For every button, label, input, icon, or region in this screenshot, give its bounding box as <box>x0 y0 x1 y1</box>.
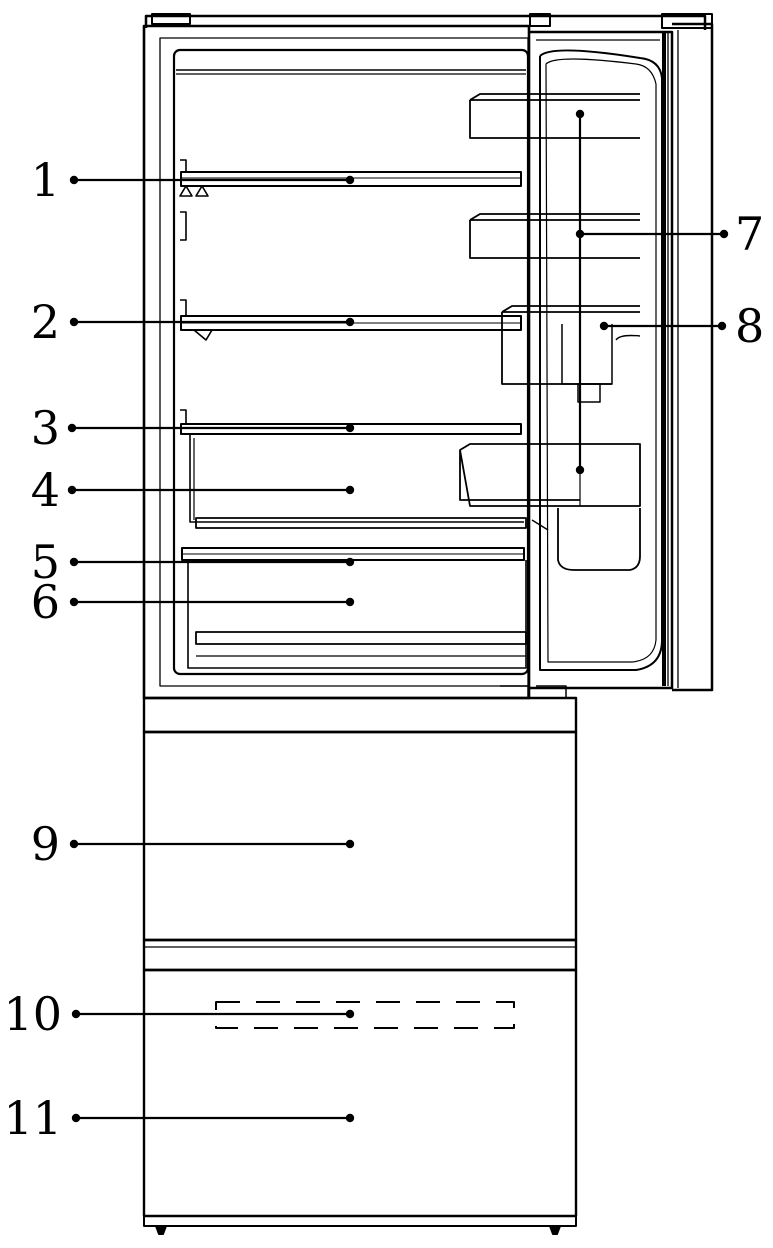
door-bin-bottom <box>459 443 641 507</box>
callout-9-dot-end <box>345 839 355 849</box>
door-bin-top <box>469 93 640 139</box>
callout-9: 9 <box>31 817 355 871</box>
callout-5-dot-start <box>69 557 79 567</box>
callout-3-dot-end <box>345 423 355 433</box>
divider-bar <box>142 685 578 734</box>
callout-3: 3 <box>31 401 355 455</box>
door-bin-middle <box>469 213 640 259</box>
callout-9-dot-start <box>69 839 79 849</box>
freezer-drawer-upper <box>142 730 578 942</box>
callout-11-dot-start <box>71 1113 81 1123</box>
callout-8-label: 8 <box>735 299 764 353</box>
base <box>143 1215 577 1235</box>
door-dispenser <box>531 508 641 571</box>
callout-4-label: 4 <box>31 463 60 517</box>
callout-10-dot-end <box>345 1009 355 1019</box>
callout-2-dot-start <box>69 317 79 327</box>
callout-6-dot-start <box>69 597 79 607</box>
ice-maker-box <box>501 305 641 403</box>
callout-5-dot-end <box>345 557 355 567</box>
crisper-drawer-upper <box>189 434 527 529</box>
callout-10-dot-start <box>71 1009 81 1019</box>
callout-10: 10 <box>3 987 355 1041</box>
leader-vertical-dot-bottom <box>575 465 585 475</box>
callout-1-dot-start <box>69 175 79 185</box>
callout-1: 1 <box>31 153 355 207</box>
callout-8: 8 <box>599 299 764 353</box>
callout-6-label: 6 <box>31 575 60 629</box>
refrigerator-drawing <box>142 13 714 1235</box>
callout-10-label: 10 <box>3 987 62 1041</box>
callout-2-label: 2 <box>31 295 60 349</box>
callout-4: 4 <box>31 463 355 517</box>
callout-1-label: 1 <box>31 153 60 207</box>
callout-7: 7 <box>575 207 764 261</box>
hinge-left <box>151 13 191 25</box>
freezer-drawer-lower <box>142 938 578 1218</box>
callout-8-dot-start <box>599 321 609 331</box>
callout-1-dot-end <box>345 175 355 185</box>
callout-2: 2 <box>31 295 355 349</box>
leader-vertical-dot-top <box>575 109 585 119</box>
callouts: 1 2 3 4 56 7 8 9 10 11 <box>3 153 764 1145</box>
callout-5-label: 5 <box>31 535 60 589</box>
callout-2-dot-end <box>345 317 355 327</box>
callout-3-label: 3 <box>31 401 60 455</box>
foot-right <box>549 1225 561 1235</box>
callout-6-dot-end <box>345 597 355 607</box>
callout-6: 6 <box>31 575 355 629</box>
foot-left <box>155 1225 167 1235</box>
callout-8-dot-end <box>717 321 727 331</box>
hinge-far-right <box>661 13 713 29</box>
callout-11: 11 <box>3 1091 355 1145</box>
callout-11-dot-end <box>345 1113 355 1123</box>
crisper-cover <box>181 547 525 561</box>
callout-7-label: 7 <box>735 207 764 261</box>
callout-9-label: 9 <box>31 817 60 871</box>
hinge-top-right <box>529 13 551 27</box>
callout-3-dot-start <box>67 423 77 433</box>
fridge-cabinet <box>142 24 531 700</box>
callout-7-dot-start <box>575 229 585 239</box>
callout-11-label: 11 <box>3 1091 62 1145</box>
callout-4-dot-end <box>345 485 355 495</box>
top-cap <box>144 14 707 30</box>
fridge-door-open <box>528 22 714 692</box>
callout-4-dot-start <box>67 485 77 495</box>
callout-5: 5 <box>31 535 355 589</box>
callout-7-dot-end <box>719 229 729 239</box>
crisper-drawer-lower <box>187 560 527 669</box>
